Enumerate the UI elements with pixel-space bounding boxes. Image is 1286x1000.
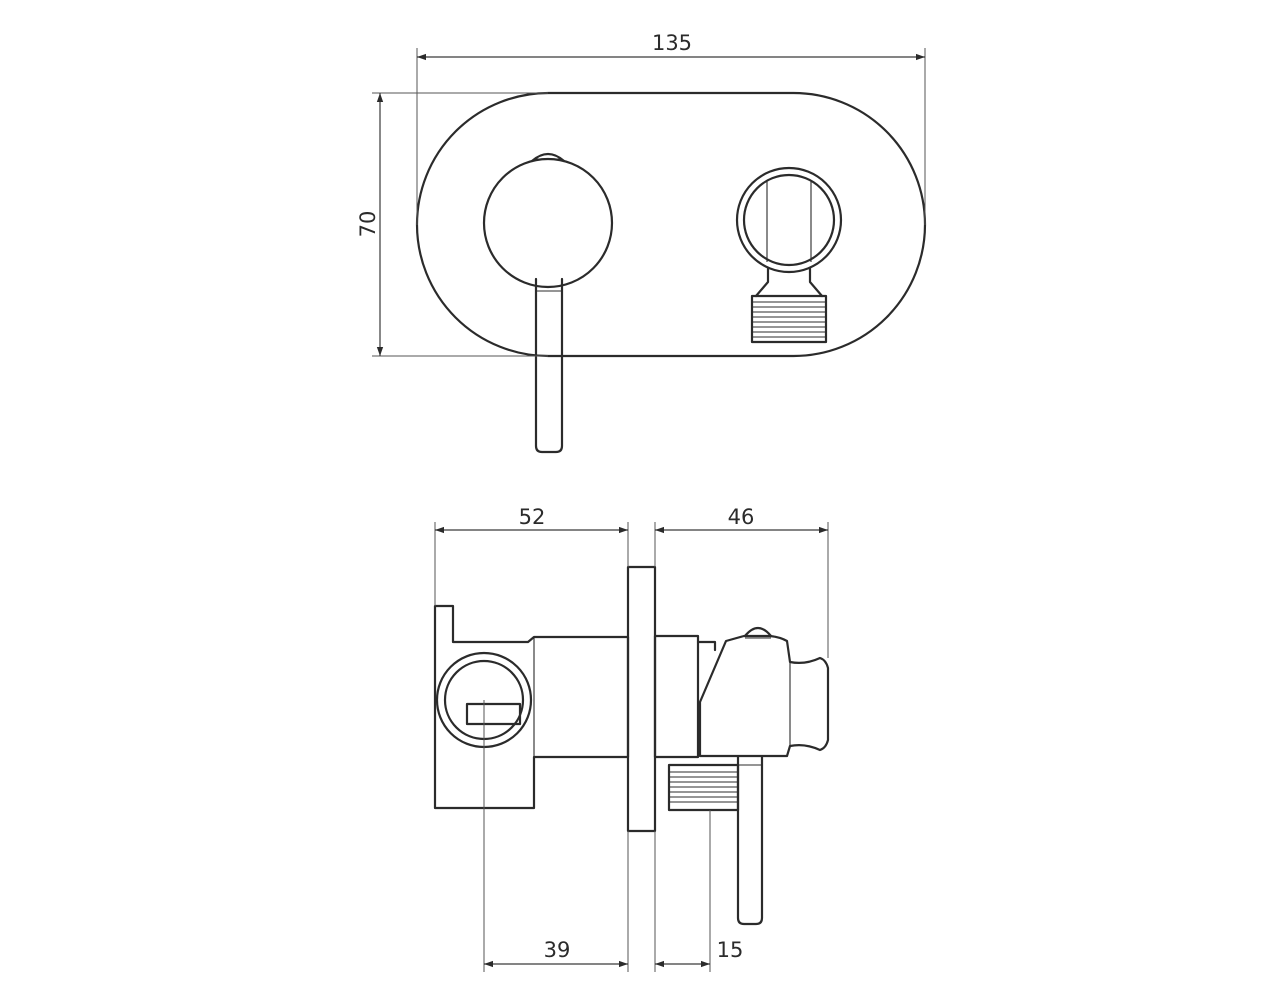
dim-outlet-offset bbox=[483, 700, 629, 972]
dim-body-depth-label: 52 bbox=[519, 505, 546, 529]
dim-outlet-offset-label: 39 bbox=[544, 938, 571, 962]
lever-head bbox=[698, 634, 830, 758]
dim-outlet-thread-label: 15 bbox=[717, 938, 744, 962]
dim-height-label: 70 bbox=[356, 211, 380, 238]
front-view bbox=[372, 48, 927, 454]
outlet-thread bbox=[750, 294, 828, 344]
dim-outlet-thread bbox=[654, 810, 711, 972]
outlet-ring-inner bbox=[742, 173, 836, 267]
dim-height bbox=[372, 92, 548, 357]
mixer-knob bbox=[482, 157, 614, 289]
side-outlet-thread-lines bbox=[669, 771, 738, 803]
outlet-thread-lines bbox=[752, 301, 826, 338]
dim-body-depth bbox=[434, 522, 629, 606]
side-view bbox=[433, 522, 830, 972]
cover-plate-outline bbox=[415, 91, 927, 358]
inlet-slot bbox=[465, 702, 522, 726]
lever-knob-cap bbox=[743, 626, 773, 638]
lever-rod bbox=[736, 755, 764, 926]
lever-handle bbox=[534, 277, 564, 454]
wall-plate bbox=[626, 565, 657, 833]
dim-width bbox=[416, 48, 926, 225]
outlet-ring-outer bbox=[735, 166, 843, 274]
dim-lever-depth-label: 46 bbox=[728, 505, 755, 529]
dim-width-label: 135 bbox=[652, 31, 692, 55]
cartridge-body bbox=[653, 634, 700, 759]
dim-lever-depth bbox=[654, 522, 829, 658]
